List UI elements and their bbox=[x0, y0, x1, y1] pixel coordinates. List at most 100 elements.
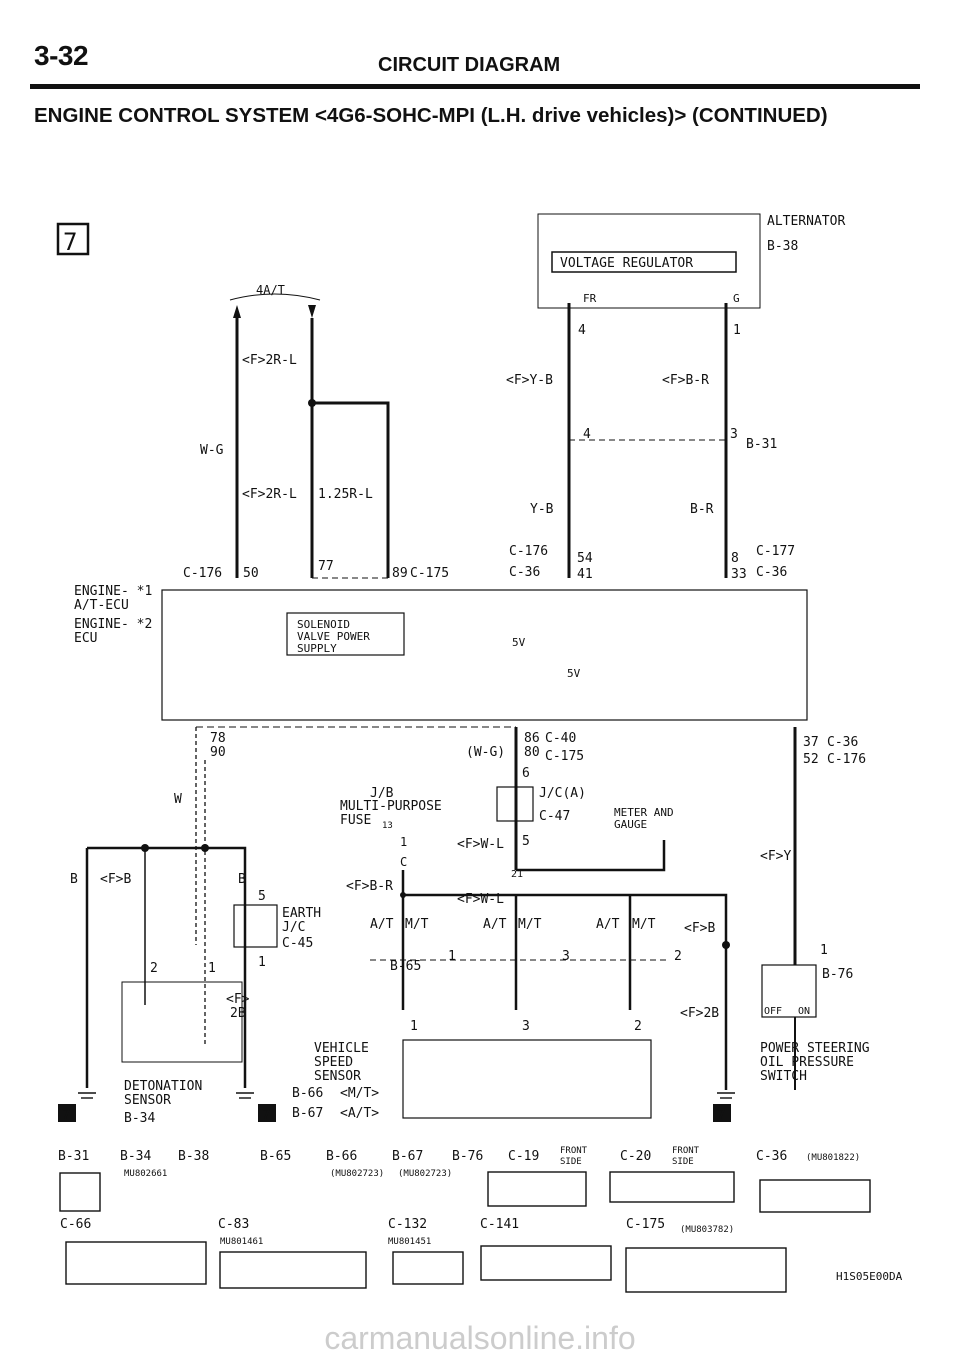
marker-7c: 7 bbox=[717, 1107, 725, 1123]
wire-125rl: 1.25R-L bbox=[318, 487, 373, 502]
conn-b31: B-31 bbox=[746, 437, 777, 452]
legend-b34: B-34 bbox=[120, 1149, 151, 1164]
conn-c176d: C-176 bbox=[827, 752, 866, 767]
legend-c83: C-83 bbox=[218, 1217, 249, 1232]
jb-label-1: J/B bbox=[370, 786, 394, 801]
ecu-label-2: A/T-ECU bbox=[74, 598, 129, 613]
legend-b76: B-76 bbox=[452, 1149, 483, 1164]
front-side-2: SIDE bbox=[560, 1157, 582, 1167]
wire-4at: 4A/T bbox=[256, 283, 285, 297]
pin-78: 78 bbox=[210, 731, 226, 746]
wire-fy: <F>Y bbox=[760, 849, 791, 864]
pin-21: 21 bbox=[511, 869, 523, 880]
conn-c36b: C-36 bbox=[509, 565, 540, 580]
wire-b: B bbox=[70, 872, 78, 887]
wire-wg-b: (W-G) bbox=[466, 745, 505, 760]
legend-b67: B-67 bbox=[392, 1149, 423, 1164]
wire-2b: 2B bbox=[230, 1006, 246, 1021]
pin-d2: 2 bbox=[150, 961, 158, 976]
ps-label-1: POWER STEERING bbox=[760, 1041, 870, 1056]
vss-label-1: VEHICLE bbox=[314, 1041, 369, 1056]
wire-fbr: <F>B-R bbox=[662, 373, 709, 388]
at-label-2: A/T bbox=[483, 917, 507, 932]
earth-label-2: J/C bbox=[282, 920, 305, 935]
wire-f: <F> bbox=[226, 992, 250, 1007]
pin-r3: 3 bbox=[562, 949, 570, 964]
detonation-label-2: SENSOR bbox=[124, 1093, 171, 1108]
pin-77: 77 bbox=[318, 559, 334, 574]
legend-b66: B-66 bbox=[326, 1149, 357, 1164]
front-side-4: SIDE bbox=[672, 1157, 694, 1167]
ps-label-3: SWITCH bbox=[760, 1069, 807, 1084]
wire-fwl-a: <F>W-L bbox=[457, 837, 504, 852]
front-side-1: FRONT bbox=[560, 1146, 588, 1156]
pin-8: 8 bbox=[731, 551, 739, 566]
wire-2rl-b: <F>2R-L bbox=[242, 487, 297, 502]
wire-fbr-2: <F>B-R bbox=[346, 879, 393, 894]
jc-a-label: J/C(A) bbox=[539, 786, 586, 801]
pin-90: 90 bbox=[210, 745, 226, 760]
legend-c36: C-36 bbox=[756, 1149, 787, 1164]
terminal-fr: FR bbox=[583, 292, 597, 305]
vss-connector-2: B-67 bbox=[292, 1106, 323, 1121]
part-mu802723-a: (MU802723) bbox=[330, 1169, 384, 1179]
jb-fuse-number: 13 bbox=[382, 821, 393, 831]
section-title: CIRCUIT DIAGRAM bbox=[378, 54, 561, 76]
ecu-label-1: ENGINE- *1 bbox=[74, 584, 152, 599]
alternator-connector: B-38 bbox=[767, 239, 798, 254]
conn-c175: C-175 bbox=[410, 566, 449, 581]
conn-c176b: C-176 bbox=[509, 544, 548, 559]
marker-7a: 7 bbox=[62, 1107, 70, 1123]
pin-52: 52 bbox=[803, 752, 819, 767]
wire-fwl-b: <F>W-L bbox=[457, 892, 504, 907]
pin-b5: 5 bbox=[258, 889, 266, 904]
ps-on: ON bbox=[798, 1006, 810, 1017]
meter-label-1: METER AND bbox=[614, 806, 674, 819]
conn-c175b: C-175 bbox=[545, 749, 584, 764]
pin-4a: 4 bbox=[578, 323, 586, 338]
figure-id: H1S05E00DA bbox=[836, 1270, 903, 1283]
part-mu803782: (MU803782) bbox=[680, 1225, 734, 1235]
solenoid-label-2: VALVE POWER bbox=[297, 630, 370, 643]
ps-connector: B-76 bbox=[822, 967, 853, 982]
part-mu802723-b: (MU802723) bbox=[398, 1169, 452, 1179]
pin-80: 80 bbox=[524, 745, 540, 760]
legend-c132: C-132 bbox=[388, 1217, 427, 1232]
jb-label-3: FUSE bbox=[340, 813, 371, 828]
wire-2rl-a: <F>2R-L bbox=[242, 353, 297, 368]
pin-b1: 1 bbox=[258, 955, 266, 970]
part-mu801461: MU801461 bbox=[220, 1237, 263, 1247]
jc-a-connector: C-47 bbox=[539, 809, 570, 824]
circuit-diagram: 7 7 7 7 ALTERNATOR B-38 VOLTAGE REGULATO… bbox=[56, 213, 903, 1293]
fuse-number: 1 bbox=[400, 835, 407, 849]
legend-b31: B-31 bbox=[58, 1149, 89, 1164]
legend-c175: C-175 bbox=[626, 1217, 665, 1232]
five-v-a: 5V bbox=[512, 636, 526, 649]
pin-37: 37 bbox=[803, 735, 819, 750]
pin-4b: 4 bbox=[583, 427, 591, 442]
wire-fyb: <F>Y-B bbox=[506, 373, 553, 388]
vss-connector-2-note: <A/T> bbox=[340, 1106, 379, 1121]
terminal-g: G bbox=[733, 292, 740, 305]
legend-c66: C-66 bbox=[60, 1217, 91, 1232]
pin-5: 5 bbox=[522, 834, 530, 849]
at-label-3: A/T bbox=[596, 917, 620, 932]
wire-yb: Y-B bbox=[530, 502, 554, 517]
jb-label-2: MULTI-PURPOSE bbox=[340, 799, 442, 814]
pin-54: 54 bbox=[577, 551, 593, 566]
front-side-3: FRONT bbox=[672, 1146, 700, 1156]
conn-c36c: C-36 bbox=[756, 565, 787, 580]
diagram-subtitle: ENGINE CONTROL SYSTEM <4G6-SOHC-MPI (L.H… bbox=[34, 104, 828, 127]
ps-off: OFF bbox=[764, 1006, 782, 1017]
legend-b38: B-38 bbox=[178, 1149, 209, 1164]
pin-1a: 1 bbox=[733, 323, 741, 338]
ps-label-2: OIL PRESSURE bbox=[760, 1055, 854, 1070]
detonation-label-1: DETONATION bbox=[124, 1079, 202, 1094]
vss-connector-1-note: <M/T> bbox=[340, 1086, 379, 1101]
detonation-connector: B-34 bbox=[124, 1111, 155, 1126]
pin-r2: 2 bbox=[674, 949, 682, 964]
mt-label-1: M/T bbox=[405, 917, 429, 932]
earth-connector: C-45 bbox=[282, 936, 313, 951]
pin-c: C bbox=[400, 855, 407, 869]
part-mu801451: MU801451 bbox=[388, 1237, 431, 1247]
